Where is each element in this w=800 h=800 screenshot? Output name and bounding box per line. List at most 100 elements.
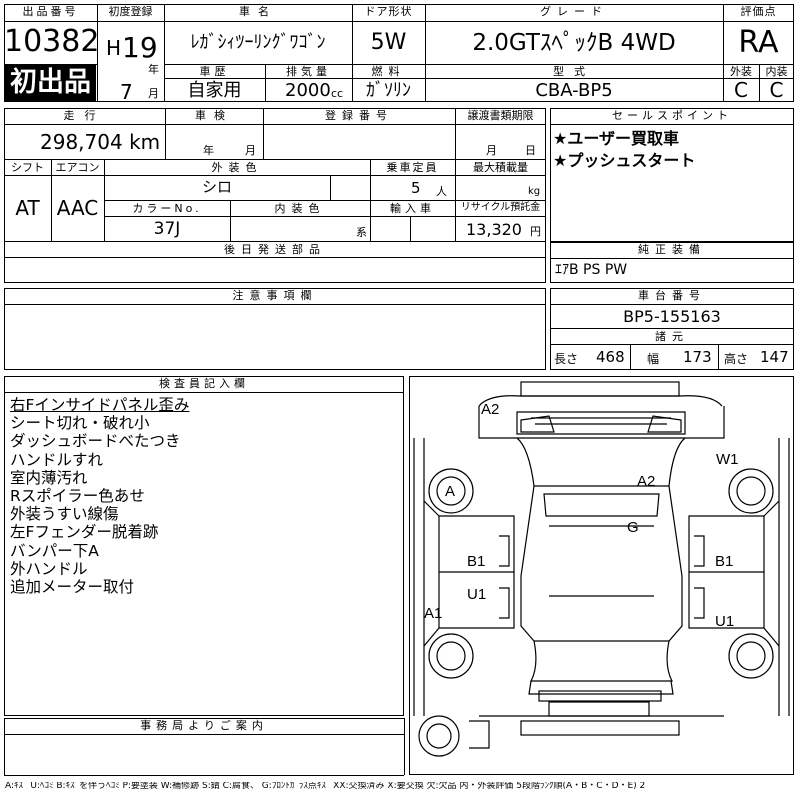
- inspector-line: 左Fフェンダー脱着跡: [10, 523, 159, 542]
- ac-label: エアコン: [55, 161, 100, 174]
- specs-label: 諸元: [655, 330, 689, 343]
- width-label: 幅: [647, 352, 660, 366]
- fuel-label: 燃料: [371, 65, 406, 78]
- sales-point-box: [550, 108, 794, 242]
- history: 自家用: [187, 80, 242, 101]
- inspector-line: Rスポイラー色あせ: [10, 487, 145, 506]
- interior-score: C: [769, 78, 784, 102]
- height: 147: [760, 348, 789, 366]
- inspector-line: ハンドルすれ: [10, 450, 104, 469]
- equipment-box: [550, 242, 794, 283]
- capacity: 5: [411, 179, 421, 197]
- inspector-line: 外ハンドル: [10, 559, 88, 578]
- mark-right-door-rear: U1: [715, 613, 734, 630]
- mark-left-door-rear: U1: [467, 586, 486, 603]
- exterior-score: C: [734, 78, 748, 102]
- shift-label: シフト: [11, 161, 44, 174]
- mark-roof: G: [627, 519, 639, 536]
- car-name: ﾚｶﾞｼｨﾂｰﾘﾝｸﾞﾜｺﾞﾝ: [190, 32, 326, 53]
- notes-label: 注意事項欄: [232, 289, 318, 302]
- office-notice-label: 事務局よりご案内: [140, 719, 268, 732]
- mark-front-left-wheel: A: [445, 483, 455, 500]
- mileage: 298,704 km: [40, 130, 161, 154]
- inspector-lines: 右Fインサイドパネル歪み シート切れ・破れ小 ダッシュボードべたつき ハンドルす…: [10, 396, 400, 596]
- header-block: [4, 4, 794, 102]
- max-load-label: 最大積載量: [473, 161, 528, 174]
- model: CBA-BP5: [535, 80, 613, 101]
- interior-score-label: 内装: [765, 65, 788, 78]
- inspection-month-unit: 月: [245, 144, 256, 157]
- chassis-number-label: 車台番号: [638, 289, 706, 302]
- exterior-color-label: 外装色: [211, 161, 263, 174]
- sales-point-1: ★ユーザー買取車: [553, 129, 680, 148]
- shift: AT: [15, 196, 40, 220]
- sales-point-2: ★プッシュスタート: [553, 151, 696, 170]
- sales-point-label: セールスポイント: [612, 109, 732, 122]
- mark-left-door-front: B1: [467, 553, 485, 570]
- month-unit: 月: [148, 87, 159, 100]
- displacement: 2000: [285, 80, 331, 101]
- year-unit: 年: [148, 63, 159, 76]
- equipment-value: ｴｱB PS PW: [555, 262, 628, 278]
- door-type: 5W: [370, 30, 407, 55]
- height-label: 高さ: [724, 352, 749, 366]
- mileage-label: 走行: [63, 109, 106, 122]
- chassis-box: [550, 288, 794, 370]
- lot-number: 10382: [4, 24, 100, 59]
- color-number: 37J: [153, 219, 181, 239]
- interior-color-label: 内装色: [274, 202, 326, 215]
- color-number-label: カラーNo.: [132, 202, 202, 215]
- mark-front-right-wheel: W1: [716, 451, 739, 468]
- inspector-line: シート切れ・破れ小: [10, 414, 150, 433]
- mark-hood: A2: [637, 473, 655, 490]
- inspection-year-unit: 年: [203, 144, 214, 157]
- lot-number-label: 出品番号: [22, 5, 79, 18]
- exterior-color: シロ: [201, 178, 232, 196]
- fuel: ｶﾞｿﾘﾝ: [366, 80, 411, 101]
- inspector-line: バンパー下A: [10, 541, 99, 560]
- width: 173: [683, 348, 712, 366]
- inspector-box: [4, 376, 404, 716]
- inspector-line: 追加メーター取付: [10, 578, 135, 597]
- inspection-label: 車検: [195, 109, 233, 122]
- first-registration-year: 19: [122, 31, 158, 64]
- inspector-line: 右Fインサイドパネル歪み: [10, 396, 190, 414]
- length-label: 長さ: [554, 352, 579, 366]
- chassis-number: BP5-155163: [623, 307, 721, 326]
- transfer-month-unit: 月: [486, 144, 497, 157]
- max-load-unit: kg: [528, 186, 541, 197]
- first-registration-era: H: [106, 36, 122, 60]
- grade: 2.0GTｽﾍﾟｯｸB 4WD: [472, 30, 676, 56]
- door-type-label: ドア形状: [364, 5, 413, 18]
- capacity-label: 乗車定員: [386, 161, 439, 174]
- mark-right-door-front: B1: [715, 553, 733, 570]
- car-diagram: A2 A2 G W1 A B1 U1 A1 B1 U1: [413, 381, 790, 757]
- registration-number-label: 登録番号: [325, 109, 393, 122]
- interior-color-unit: 系: [356, 226, 367, 239]
- damage-legend: A:ｷｽﾞ U:ﾍｺﾐ B:ｷｽﾞを伴うﾍｺﾐ P:要塗装 W:補修跡 S:錆 …: [5, 782, 646, 791]
- later-parts-label: 後日発送部品: [224, 243, 326, 256]
- equipment-label: 純正装備: [638, 243, 706, 256]
- inspector-line: 室内薄汚れ: [10, 468, 88, 487]
- transfer-deadline-label: 譲渡書類期限: [467, 109, 534, 122]
- history-label: 車歴: [199, 65, 230, 78]
- ac: AAC: [56, 196, 99, 220]
- info-block: [4, 108, 546, 283]
- recycle-deposit-unit: 円: [530, 225, 541, 238]
- inspector-line: 外装うすい線傷: [10, 505, 119, 524]
- capacity-unit: 人: [436, 185, 447, 198]
- model-label: 型式: [553, 65, 595, 78]
- first-registration-month: 7: [120, 80, 133, 104]
- car-name-label: 車名: [239, 5, 277, 18]
- recycle-deposit: 13,320: [466, 220, 522, 239]
- transfer-day-unit: 日: [525, 144, 536, 157]
- length: 468: [596, 348, 625, 366]
- score-label: 評価点: [740, 5, 777, 18]
- notes-box: [4, 288, 546, 370]
- mark-left-rear-quarter: A1: [424, 605, 442, 622]
- first-listing-badge: 初出品: [5, 65, 96, 101]
- displacement-unit: cc: [331, 87, 344, 100]
- inspector-label: 検査員記入欄: [159, 377, 249, 390]
- score: RA: [738, 25, 779, 60]
- mark-front-bumper: A2: [481, 401, 499, 418]
